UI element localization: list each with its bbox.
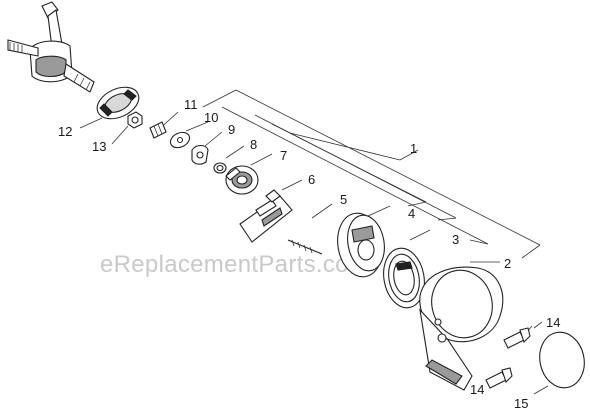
spring-pin-part — [287, 239, 323, 255]
ring-part — [213, 162, 227, 174]
callout-6: 6 — [308, 172, 315, 187]
callout-14-lower: 14 — [470, 382, 484, 397]
callout-3: 3 — [452, 232, 459, 247]
callout-11: 11 — [184, 97, 198, 112]
clip-part — [191, 144, 209, 165]
watermark-text: eReplacementParts.com — [100, 251, 369, 278]
callout-2: 2 — [504, 256, 511, 271]
bolt-part — [149, 121, 167, 139]
callout-10: 10 — [204, 110, 218, 125]
starter-pulley-part — [225, 165, 259, 195]
callout-13: 13 — [92, 139, 106, 154]
callout-15: 15 — [514, 396, 528, 411]
recoil-spring-part — [383, 247, 425, 309]
callout-9: 9 — [228, 122, 235, 137]
rope-guide-part — [239, 189, 293, 243]
callout-1: 1 — [410, 141, 417, 156]
callout-12: 12 — [58, 124, 72, 139]
screw-part-upper — [503, 327, 531, 349]
flywheel-part — [96, 86, 140, 120]
washer-part — [169, 131, 191, 149]
crankshaft-part — [7, 1, 95, 93]
callout-7: 7 — [280, 148, 287, 163]
leader-lines — [79, 89, 549, 395]
starter-housing-part — [419, 266, 504, 391]
callout-14-upper: 14 — [546, 315, 560, 330]
screw-part-lower — [485, 367, 513, 389]
callout-8: 8 — [250, 137, 257, 152]
callout-labels: 1 2 3 4 5 6 7 8 9 10 11 12 13 14 14 15 — [58, 97, 560, 411]
callout-4: 4 — [408, 206, 415, 221]
cover-cap-part — [539, 331, 585, 389]
callout-5: 5 — [340, 192, 347, 207]
rewind-reel-part — [337, 212, 385, 278]
nut-part — [127, 111, 143, 129]
